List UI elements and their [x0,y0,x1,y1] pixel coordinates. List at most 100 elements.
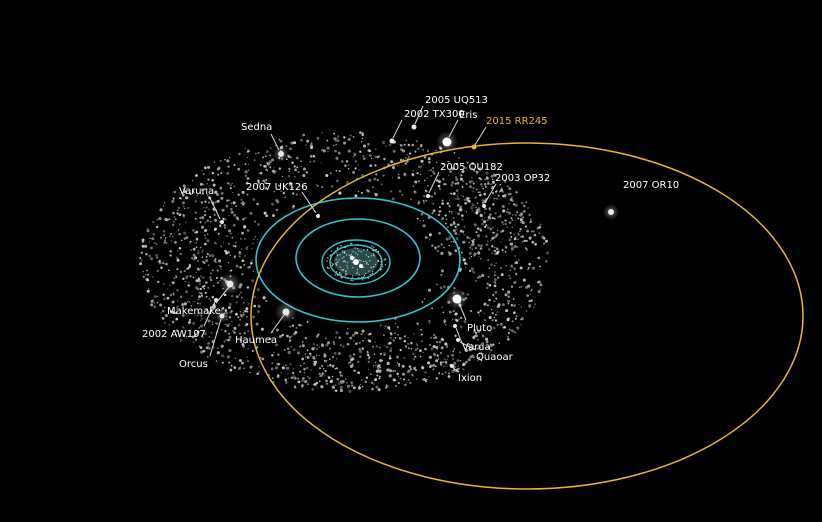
belt-dot [288,181,292,185]
belt-dot [518,286,521,289]
belt-dot [141,244,145,248]
belt-dot [172,197,175,200]
belt-dot [480,352,483,354]
belt-dot [265,214,269,218]
belt-dot [416,344,418,346]
belt-dot [455,228,458,231]
belt-dot [301,379,304,383]
inner-dot [351,275,354,277]
belt-dot [471,176,473,179]
belt-dot [252,238,255,241]
belt-dot [321,148,324,152]
belt-dot [451,167,455,171]
belt-dot [174,218,177,221]
inner-dot [352,266,354,269]
belt-dot [228,361,231,364]
belt-dot [204,234,206,237]
belt-dot [339,380,342,383]
belt-dot [508,274,511,277]
belt-dot [246,229,250,232]
belt-dot [333,132,336,135]
belt-dot [215,277,218,280]
belt-dot [459,351,461,354]
belt-dot [544,239,549,243]
belt-dot [374,361,377,364]
belt-dot [445,237,449,241]
belt-dot [463,320,467,323]
belt-dot [159,303,163,307]
belt-dot [427,185,429,187]
belt-dot [463,226,466,228]
inner-dot [384,264,387,266]
belt-dot [467,358,471,362]
belt-dot [145,252,148,256]
belt-dot [405,139,407,142]
makemake-body [226,280,234,288]
belt-dot [349,361,352,364]
belt-dot [248,150,250,153]
belt-dot [364,380,368,384]
belt-dot [416,171,419,175]
belt-dot [477,243,481,248]
inner-dot [358,250,360,252]
belt-dot [496,276,500,279]
belt-dot [437,358,440,360]
belt-dot [198,311,202,315]
belt-dot [374,341,376,343]
belt-dot [462,186,464,189]
belt-dot [447,251,451,255]
belt-dot [168,323,171,326]
belt-dot [471,355,475,359]
belt-dot [221,354,225,358]
belt-dot [335,389,338,392]
belt-dot [520,221,523,224]
belt-dot [220,172,223,175]
belt-dot [289,363,292,366]
inner-dot [345,271,347,273]
belt-dot [199,319,202,322]
belt-dot [349,134,352,137]
belt-dot [492,293,495,297]
belt-dot [298,183,300,186]
belt-dot [149,237,151,240]
belt-dot [452,241,455,243]
belt-dot [511,320,514,323]
belt-dot [491,231,495,234]
belt-dot [225,204,229,208]
belt-dot [190,305,193,307]
belt-dot [414,368,418,372]
belt-dot [316,344,318,346]
belt-dot [239,319,241,321]
belt-dot [176,268,179,271]
belt-dot [326,146,330,150]
belt-dot [448,160,450,163]
belt-dot [478,352,481,355]
belt-dot [444,360,448,364]
belt-dot [287,175,291,178]
belt-dot [168,269,170,272]
belt-dot [440,346,444,350]
belt-dot [454,182,457,185]
belt-dot [201,276,205,280]
belt-dot [373,383,375,385]
belt-dot [258,366,260,368]
belt-dot [155,226,158,229]
inner-dot [336,271,338,273]
belt-dot [284,378,287,381]
belt-dot [387,342,390,345]
belt-dot [379,359,383,363]
belt-dot [391,197,395,201]
belt-dot [460,174,463,176]
belt-dot [472,190,475,193]
belt-dot [410,347,413,350]
belt-dot [266,162,270,166]
belt-dot [178,247,182,250]
belt-dot [194,338,198,341]
saturn-orbit [321,239,391,285]
belt-dot [288,336,291,339]
belt-dot [312,154,315,157]
belt-dot [357,190,360,193]
belt-dot [513,267,517,271]
belt-dot [481,352,484,355]
belt-dot [241,273,244,276]
